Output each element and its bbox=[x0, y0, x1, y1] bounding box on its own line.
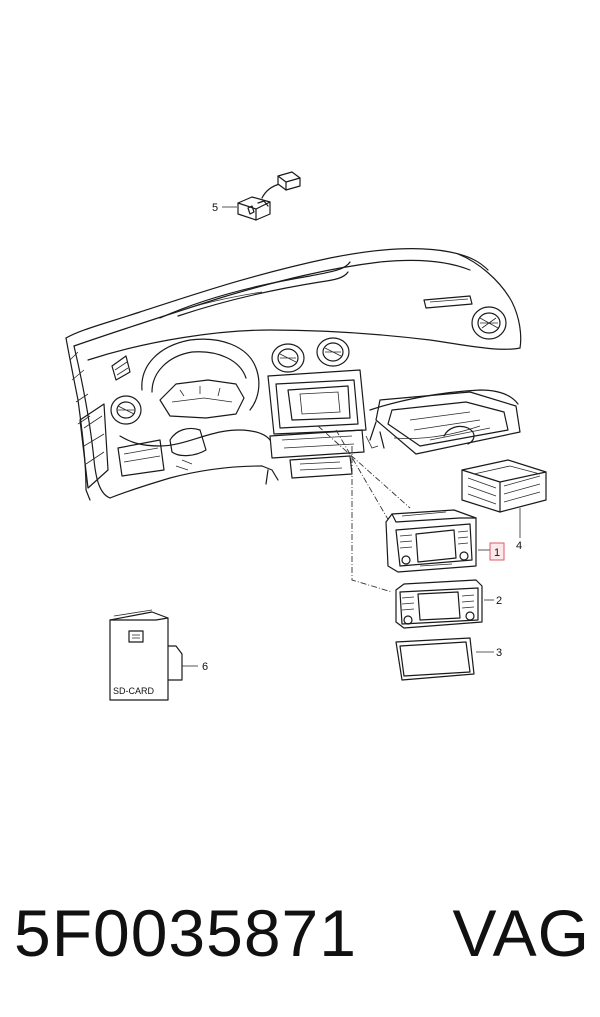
sd-card-label: SD-CARD bbox=[113, 686, 155, 696]
brand-name: VAG bbox=[452, 896, 590, 970]
callout-3: 3 bbox=[496, 647, 502, 659]
callout-6: 6 bbox=[202, 661, 208, 673]
part-2-radio-unit bbox=[395, 579, 483, 629]
part-6-sd-card-booklet bbox=[109, 609, 183, 701]
dashboard-assembly bbox=[65, 248, 522, 501]
exploded-parts-diagram: 5 4 1 2 3 6 SD-CARD bbox=[65, 171, 547, 701]
callout-5: 5 bbox=[212, 202, 218, 214]
part-4-control-unit bbox=[461, 459, 547, 513]
callout-2: 2 bbox=[496, 595, 502, 607]
callout-4: 4 bbox=[516, 540, 522, 552]
part-number-row: 5F0035871 VAG bbox=[14, 888, 590, 978]
callout-1: 1 bbox=[494, 547, 500, 559]
part-3-screen-panel bbox=[395, 637, 475, 681]
part-5-connector bbox=[237, 171, 301, 221]
part-number: 5F0035871 bbox=[14, 896, 357, 970]
part-1-radio-unit bbox=[385, 509, 477, 573]
callout-1-highlight-box bbox=[489, 542, 505, 561]
